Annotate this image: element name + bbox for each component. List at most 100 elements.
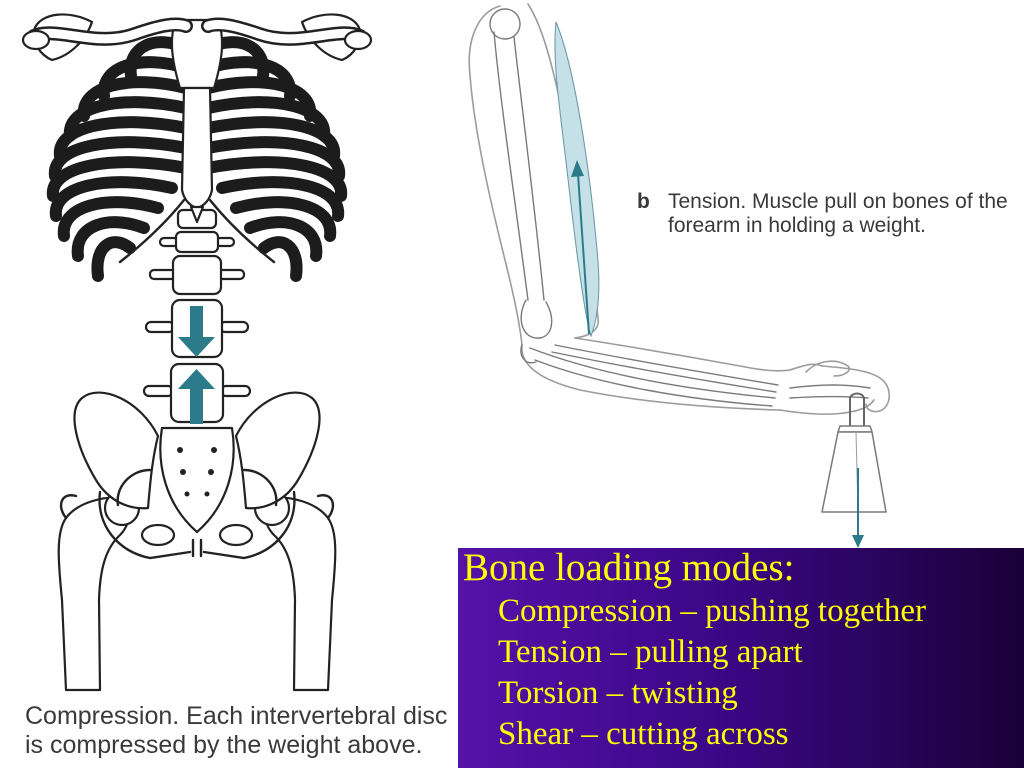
sternum bbox=[170, 18, 224, 224]
costal-margin-right bbox=[208, 198, 276, 264]
ilium-left bbox=[73, 391, 160, 510]
femur-left bbox=[57, 489, 141, 692]
greater-trochanter-left bbox=[59, 494, 78, 520]
forearm-bottom-outline bbox=[521, 344, 781, 411]
loading-mode-item: Tension – pulling apart bbox=[498, 634, 803, 670]
transverse-process bbox=[218, 320, 250, 334]
finger-bones bbox=[789, 384, 871, 399]
obturator-foramen-left bbox=[140, 523, 176, 547]
rib bbox=[230, 196, 337, 242]
sacral-foramen bbox=[177, 447, 183, 453]
pubic-symphysis bbox=[191, 538, 203, 558]
loading-mode-item: Torsion – twisting bbox=[498, 675, 738, 711]
caption-line: Tension. Muscle pull on bones of the bbox=[668, 190, 1008, 213]
radius bbox=[551, 344, 779, 393]
loading-mode-item: Shear – cutting across bbox=[498, 716, 789, 752]
olecranon bbox=[520, 344, 537, 364]
rib bbox=[258, 236, 303, 282]
rib bbox=[49, 176, 178, 222]
xiphoid-process bbox=[189, 205, 205, 224]
rib bbox=[57, 196, 164, 242]
sacrum bbox=[159, 426, 235, 534]
clavicle-right-fill bbox=[203, 19, 365, 44]
sacrum-body bbox=[159, 426, 235, 534]
rib bbox=[202, 156, 348, 202]
weight-top-face bbox=[837, 425, 873, 433]
transverse-process bbox=[219, 384, 252, 398]
arrow-up-icon bbox=[178, 369, 215, 389]
rib bbox=[91, 236, 136, 282]
rib bbox=[202, 136, 346, 182]
arm-illustration bbox=[468, 3, 891, 548]
rib-cage bbox=[46, 36, 348, 282]
pubic-ring bbox=[98, 490, 296, 560]
sternum-body bbox=[180, 86, 214, 210]
tension-caption: b Tension. Muscle pull on bones of the f… bbox=[637, 190, 1017, 238]
compression-arrow-up bbox=[178, 369, 215, 424]
thumb bbox=[805, 360, 850, 377]
figure-label: b bbox=[637, 190, 650, 213]
weight bbox=[821, 392, 887, 513]
tension-caption-text: Tension. Muscle pull on bones of the for… bbox=[668, 190, 1008, 238]
rib bbox=[53, 116, 192, 162]
rib bbox=[202, 116, 341, 162]
shoulder-girdle bbox=[21, 13, 373, 62]
rib bbox=[63, 96, 192, 142]
arcuate-line-left bbox=[116, 468, 152, 507]
sacral-foramen bbox=[204, 491, 210, 497]
pelvis bbox=[73, 391, 321, 560]
palm bbox=[779, 399, 875, 415]
rib bbox=[244, 216, 323, 262]
rib bbox=[46, 156, 192, 202]
arcuate-line-right bbox=[242, 468, 278, 507]
skeleton-illustration bbox=[21, 13, 373, 692]
compression-arrow-down bbox=[178, 306, 215, 357]
forearm-top-outline bbox=[574, 337, 791, 372]
femur-right-shaft bbox=[263, 496, 337, 692]
humeral-head bbox=[489, 8, 521, 40]
obturator-foramen-right bbox=[218, 523, 254, 547]
arrow-down-icon bbox=[852, 535, 864, 548]
forearm bbox=[520, 337, 791, 411]
acromion-right bbox=[343, 29, 373, 51]
caption-line: is compressed by the weight above. bbox=[25, 731, 423, 759]
loading-modes-list: Compression – pushing together Tension –… bbox=[498, 591, 926, 755]
tension-arrow bbox=[571, 160, 590, 335]
loading-modes-box: Bone loading modes: Compression – pushin… bbox=[458, 546, 1024, 768]
humerus bbox=[489, 8, 553, 339]
fingers bbox=[821, 365, 891, 413]
acromion-left bbox=[21, 29, 51, 51]
weight-handle bbox=[849, 392, 865, 432]
caption-line: Compression. Each intervertebral disc bbox=[25, 702, 448, 730]
arrow-shaft bbox=[190, 306, 203, 338]
loading-modes-title: Bone loading modes: bbox=[463, 546, 795, 589]
arrow-shaft bbox=[190, 388, 203, 424]
rib bbox=[48, 136, 192, 182]
loading-mode-item: Compression – pushing together bbox=[498, 593, 927, 629]
rib bbox=[202, 96, 331, 142]
costal-margin-left bbox=[118, 198, 186, 264]
sacral-foramen bbox=[180, 469, 186, 475]
ulna bbox=[529, 347, 776, 407]
vertebra bbox=[174, 230, 220, 254]
biceps-muscle bbox=[554, 21, 600, 338]
upper-arm-back-outline bbox=[468, 5, 523, 346]
caption-line: forearm in holding a weight. bbox=[668, 214, 926, 237]
greater-trochanter-right bbox=[316, 494, 335, 520]
sacral-foramen bbox=[211, 447, 217, 453]
sacral-foramen bbox=[184, 491, 190, 497]
rib bbox=[216, 176, 345, 222]
hand bbox=[779, 360, 891, 415]
arrow-up-icon bbox=[571, 160, 584, 177]
transverse-process bbox=[142, 384, 175, 398]
weight-front-face bbox=[821, 431, 887, 513]
compression-caption: Compression. Each intervertebral disc is… bbox=[25, 702, 447, 760]
femur-left-shaft bbox=[57, 496, 131, 692]
transverse-process bbox=[144, 320, 176, 334]
clavicle-left-fill bbox=[29, 19, 191, 44]
femur-right bbox=[253, 489, 337, 692]
weight-arrow bbox=[852, 468, 864, 548]
sacral-foramen bbox=[208, 469, 214, 475]
humerus-shaft bbox=[493, 31, 545, 301]
